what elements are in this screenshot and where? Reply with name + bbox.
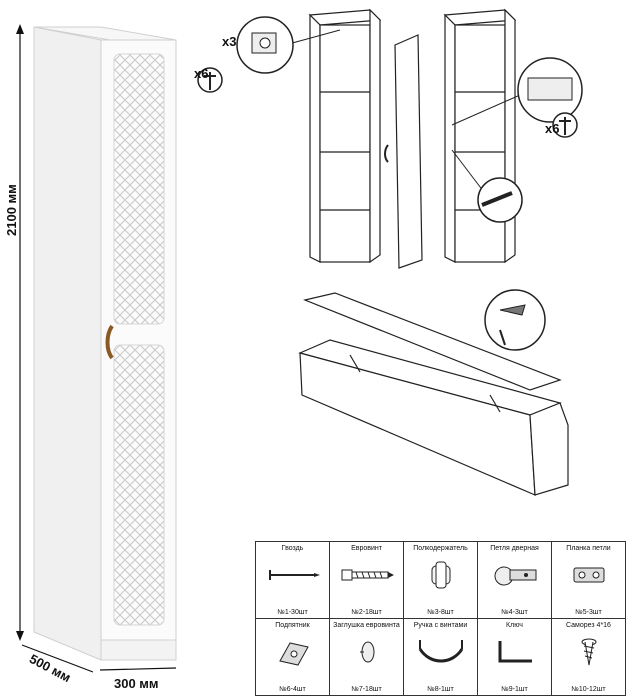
hinge-qty-label: x3 — [222, 34, 237, 49]
part-name: Петля дверная — [490, 545, 539, 552]
part-name: Евровинт — [351, 545, 382, 552]
height-dimension-label: 2100 мм — [4, 184, 19, 236]
part-count: №3-8шт — [427, 609, 454, 616]
part-cell: Подпятник №6-4шт — [255, 618, 330, 696]
part-cell: Евровинт №2-18шт — [329, 541, 404, 619]
part-name: Планка петли — [566, 545, 611, 552]
part-cell: Полкодержатель №3-8шт — [403, 541, 478, 619]
hex-key-icon — [498, 641, 532, 663]
part-name: Полкодержатель — [413, 545, 468, 552]
part-count: №2-18шт — [351, 609, 382, 616]
part-cell: Планка петли №5-3шт — [551, 541, 626, 619]
width-dimension-label: 300 мм — [114, 676, 159, 691]
nail-icon — [268, 570, 320, 580]
screw-qty-label-right: x6 — [545, 121, 560, 136]
part-cell: Ключ №9-1шт — [477, 618, 552, 696]
back-panel-diagram — [298, 289, 569, 496]
part-count: №10-12шт — [571, 686, 606, 693]
handle-icon — [418, 640, 463, 663]
part-count: №6-4шт — [279, 686, 306, 693]
wardrobe-illustration — [16, 24, 177, 673]
part-cell: Саморез 4*16 №10-12шт — [551, 618, 626, 696]
part-count: №7-18шт — [351, 686, 382, 693]
hinge-plate-icon — [573, 567, 604, 583]
part-name: Саморез 4*16 — [566, 622, 611, 629]
cap-icon — [359, 641, 374, 663]
part-cell: Петля дверная №4-3шт — [477, 541, 552, 619]
part-count: №1-30шт — [277, 609, 308, 616]
part-count: №9-1шт — [501, 686, 528, 693]
part-cell: Ручка с винтами №8-1шт — [403, 618, 478, 696]
door-hinge-icon — [494, 566, 536, 586]
part-cell: Гвоздь №1-30шт — [255, 541, 330, 619]
euroscrew-icon — [341, 569, 394, 581]
part-count: №8-1шт — [427, 686, 454, 693]
parts-table: Гвоздь №1-30шт Евровинт №2-18шт Полкодер… — [255, 541, 626, 696]
part-count: №4-3шт — [501, 609, 528, 616]
part-name: Гвоздь — [281, 545, 304, 552]
wood-screw-icon — [581, 638, 596, 666]
part-name: Подпятник — [275, 622, 310, 629]
shelf-support-icon — [431, 561, 450, 589]
part-count: №5-3шт — [575, 609, 602, 616]
part-name: Заглушка евровинта — [333, 622, 400, 629]
part-name: Ключ — [506, 622, 523, 629]
glide-icon — [278, 642, 309, 666]
door-assembly-diagram — [197, 8, 583, 269]
part-cell: Заглушка евровинта №7-18шт — [329, 618, 404, 696]
screw-qty-label-top: x6 — [194, 66, 209, 81]
part-name: Ручка с винтами — [413, 622, 468, 629]
